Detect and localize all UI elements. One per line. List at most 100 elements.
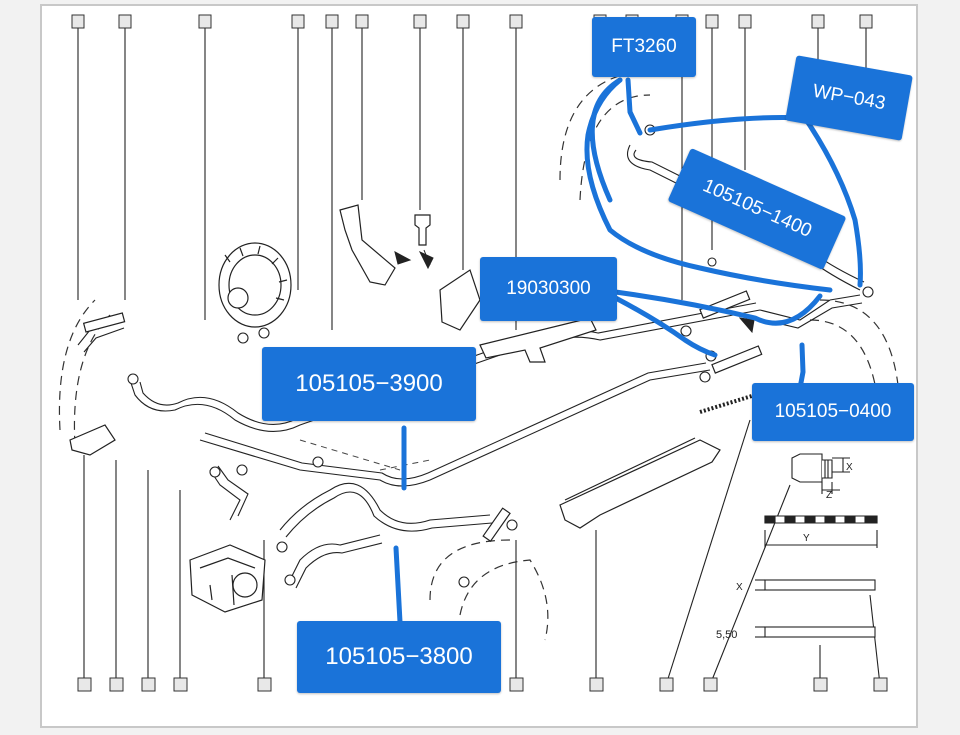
brake-pipe-front bbox=[295, 542, 383, 589]
ref-marker bbox=[109, 677, 124, 692]
annotation-stroke bbox=[797, 342, 806, 391]
ref-marker bbox=[141, 677, 156, 692]
mount-bracket bbox=[439, 269, 481, 331]
front-right-wheel-arch bbox=[429, 539, 511, 601]
thickness-bar bbox=[764, 626, 876, 638]
ref-marker bbox=[659, 677, 674, 692]
fitting bbox=[276, 541, 288, 553]
rear-crossmember-top bbox=[564, 437, 696, 501]
label-105105-0400-text: 105105−0400 bbox=[774, 401, 892, 422]
brake-pipe-flex bbox=[83, 327, 125, 353]
dim-x-top: X bbox=[846, 462, 853, 473]
fitting bbox=[680, 325, 692, 337]
label-19030300: 19030300 bbox=[480, 257, 617, 321]
annotation-stroke bbox=[625, 77, 643, 136]
label-105105-3800: 105105−3800 bbox=[297, 621, 501, 693]
ref-marker bbox=[257, 677, 272, 692]
arrow bbox=[394, 251, 412, 265]
fitting bbox=[258, 327, 270, 339]
fitting bbox=[312, 456, 324, 468]
annotation-stroke bbox=[597, 287, 823, 326]
leader-line bbox=[869, 594, 881, 686]
flex-hose-front bbox=[82, 312, 126, 333]
annotation-stroke bbox=[589, 77, 623, 203]
flex-hose-front-right bbox=[482, 507, 511, 543]
ref-marker bbox=[811, 14, 825, 29]
label-105105-0400: 105105−0400 bbox=[752, 383, 914, 441]
bolt bbox=[414, 214, 431, 246]
label-105105-3800-text: 105105−3800 bbox=[325, 643, 473, 670]
label-ft3260-text: FT3260 bbox=[611, 36, 677, 57]
flex-hose-rear-right bbox=[711, 345, 763, 374]
arrow bbox=[738, 317, 755, 334]
fitting bbox=[237, 332, 249, 344]
dim-y: Y bbox=[803, 533, 810, 544]
brake-pipe-rear-right bbox=[759, 294, 861, 321]
ref-marker bbox=[71, 14, 85, 29]
brake-pipe-front bbox=[289, 534, 381, 581]
ref-marker bbox=[456, 14, 470, 29]
fitting bbox=[209, 466, 221, 478]
master-cylinder bbox=[227, 287, 249, 309]
ref-marker bbox=[173, 677, 188, 692]
scale-bar bbox=[764, 515, 878, 524]
front-clip bbox=[69, 424, 116, 456]
ref-marker bbox=[859, 14, 873, 29]
rear-crossmember bbox=[559, 439, 721, 529]
dim-x-left: X bbox=[736, 582, 743, 593]
dim-thickness: 5,50 bbox=[716, 629, 737, 641]
front-right-wheel-arch bbox=[459, 559, 549, 641]
flex-hose-rear bbox=[699, 290, 751, 319]
label-wp043-text: WP−043 bbox=[811, 80, 888, 115]
fitting bbox=[458, 576, 470, 588]
pedal-bracket bbox=[339, 204, 396, 286]
rear-right-wheel-arch bbox=[809, 319, 881, 441]
ref-marker bbox=[291, 14, 305, 29]
leader-line bbox=[665, 419, 751, 686]
fitting bbox=[506, 519, 518, 531]
abs-unit-detail bbox=[199, 557, 256, 606]
fitting bbox=[699, 371, 711, 383]
fitting-detail-thread bbox=[822, 459, 833, 479]
ref-marker bbox=[509, 677, 524, 692]
annotation-stroke bbox=[802, 115, 863, 288]
abs-motor bbox=[232, 572, 258, 598]
brake-pipe-lower bbox=[279, 482, 491, 531]
rear-wheel-arch bbox=[579, 94, 651, 201]
fitting bbox=[236, 464, 248, 476]
fitting bbox=[862, 286, 874, 298]
ref-marker bbox=[118, 14, 132, 29]
ref-marker bbox=[509, 14, 523, 29]
label-19030300-text: 19030300 bbox=[506, 278, 591, 299]
fitting bbox=[284, 574, 296, 586]
arrow bbox=[418, 250, 434, 270]
ref-marker bbox=[355, 14, 369, 29]
drawing-sheet bbox=[40, 4, 918, 728]
ref-marker bbox=[813, 677, 828, 692]
fitting-detail bbox=[791, 453, 823, 483]
brake-pipe-lower bbox=[285, 491, 493, 538]
ref-marker bbox=[703, 677, 718, 692]
center-bracket bbox=[479, 317, 597, 363]
ref-marker bbox=[873, 677, 888, 692]
annotation-stroke bbox=[647, 115, 808, 133]
label-105105-3900-text: 105105−3900 bbox=[295, 370, 443, 397]
ref-marker bbox=[77, 677, 92, 692]
label-105105-3900: 105105−3900 bbox=[262, 347, 476, 421]
brake-pipe-to-abs bbox=[217, 465, 249, 517]
ref-marker bbox=[198, 14, 212, 29]
fitting bbox=[127, 373, 139, 385]
front-left-wheel-arch bbox=[58, 299, 96, 431]
annotation-stroke bbox=[597, 287, 718, 358]
ref-marker bbox=[413, 14, 427, 29]
fitting bbox=[707, 257, 717, 267]
ref-marker bbox=[738, 14, 752, 29]
label-ft3260: FT3260 bbox=[592, 17, 696, 77]
spring-strip bbox=[699, 393, 756, 414]
ref-marker bbox=[589, 677, 604, 692]
booster-ribs bbox=[224, 245, 288, 301]
ref-marker bbox=[325, 14, 339, 29]
thickness-bar bbox=[764, 579, 876, 591]
annotation-stroke bbox=[393, 545, 403, 625]
